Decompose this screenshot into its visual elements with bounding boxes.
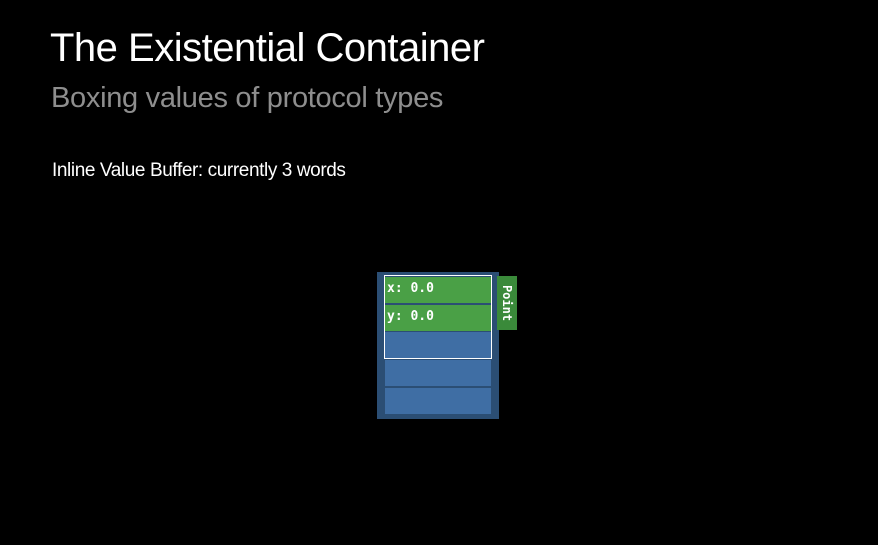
slide-subtitle: Boxing values of protocol types [51, 82, 444, 114]
inline-value-buffer-outline [384, 275, 492, 359]
value-slot-y [385, 305, 491, 331]
metadata-slot [385, 388, 491, 414]
slide-title: The Existential Container [50, 26, 485, 70]
field-x-label: x: 0.0 [387, 281, 434, 296]
metadata-slot [385, 360, 491, 386]
field-y-label: y: 0.0 [387, 309, 434, 324]
value-slot-x [385, 277, 491, 303]
type-tag-point: Point [497, 276, 517, 330]
type-tag-label: Point [500, 284, 514, 322]
inline-buffer-caption: Inline Value Buffer: currently 3 words [52, 160, 346, 181]
empty-buffer-slot [385, 332, 491, 358]
